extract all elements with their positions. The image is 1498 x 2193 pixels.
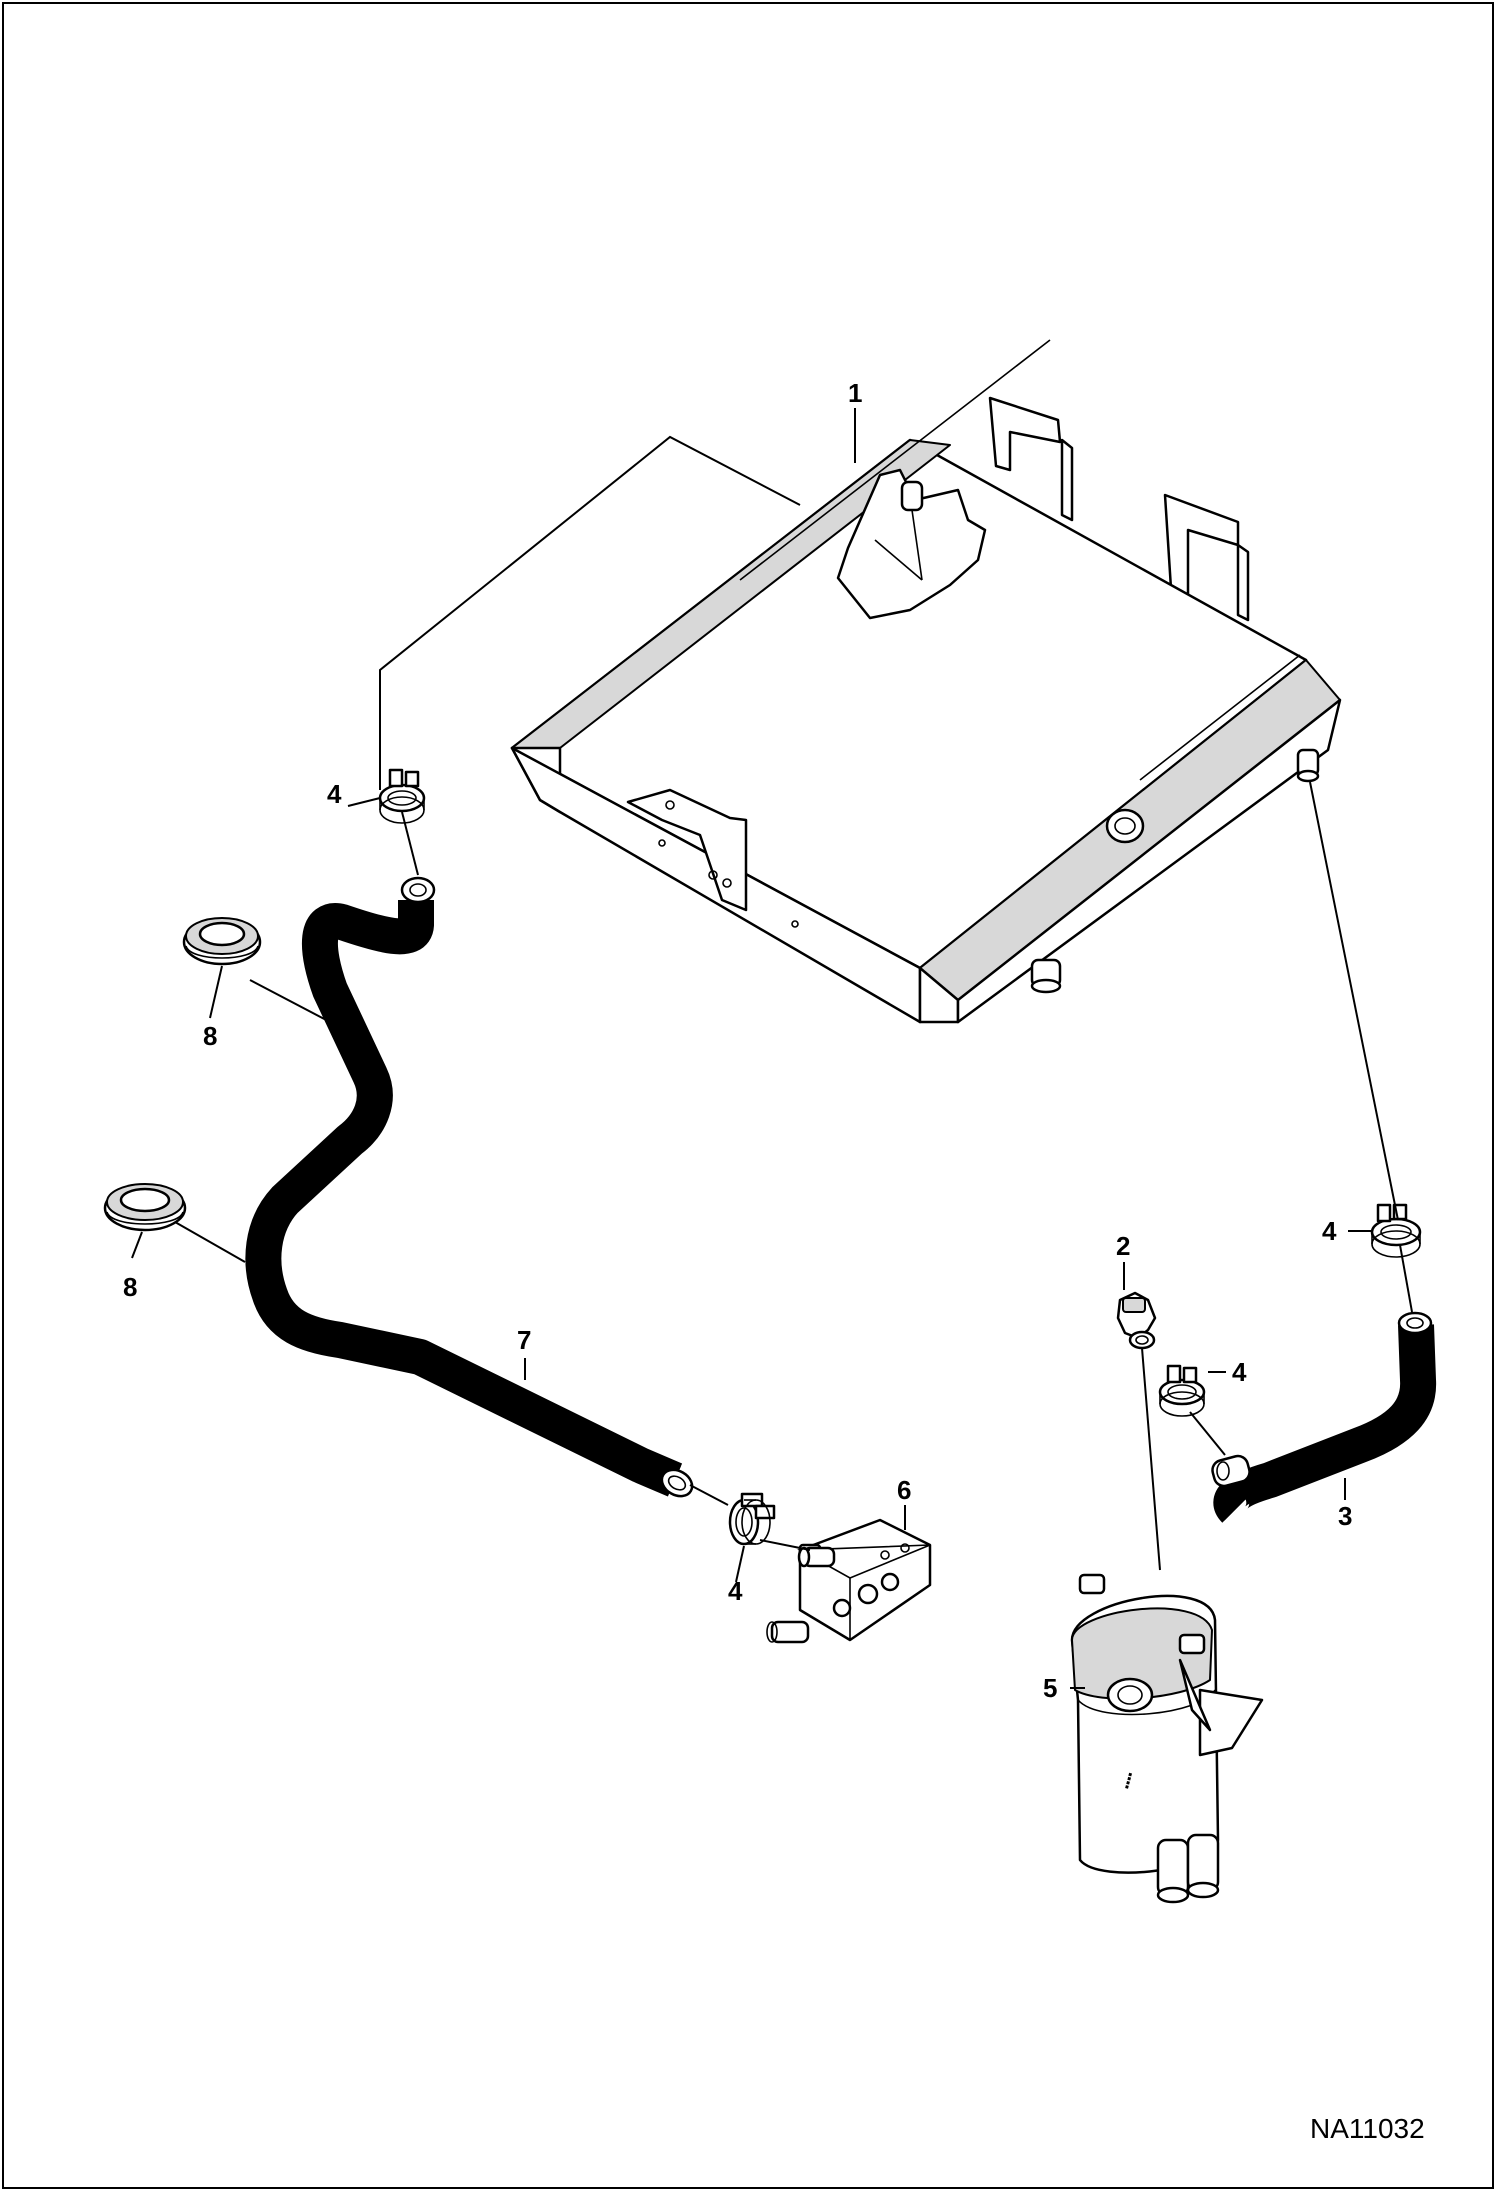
elbow-fitting — [1116, 1291, 1157, 1350]
callout-clamp-right: 4 — [1322, 1216, 1337, 1246]
hose-long — [245, 876, 694, 1498]
callout-heater: 5 — [1043, 1673, 1057, 1703]
callout-clamp-bottom: 4 — [728, 1576, 743, 1606]
callout-labels: 1 2 3 4 4 4 4 5 6 7 8 8 — [123, 378, 1352, 1703]
callout-hose-long: 7 — [517, 1325, 531, 1355]
heater-canister: ▪▪▪▪ — [1070, 1573, 1264, 1904]
hose-short — [1211, 1311, 1437, 1523]
hose-clamp-top-left — [378, 768, 426, 824]
callout-valve: 6 — [897, 1475, 911, 1505]
callout-radiator: 1 — [848, 378, 862, 408]
callout-grommet-top: 8 — [203, 1021, 217, 1051]
figure-id: NA11032 — [1310, 2113, 1425, 2144]
svg-text:▪▪▪▪: ▪▪▪▪ — [1119, 1771, 1137, 1791]
callout-clamp-top-left: 4 — [327, 779, 342, 809]
grommet-top — [182, 917, 262, 966]
grommet-bottom — [103, 1183, 187, 1232]
callout-hose-short: 3 — [1338, 1501, 1352, 1531]
hose-clamp-mid — [1158, 1364, 1206, 1417]
callout-grommet-bottom: 8 — [123, 1272, 137, 1302]
control-valve — [766, 1518, 932, 1644]
radiator-core — [510, 339, 1342, 1024]
leader-lines — [131, 408, 1413, 1689]
callout-clamp-mid: 4 — [1232, 1357, 1247, 1387]
callout-fitting: 2 — [1116, 1231, 1130, 1261]
hose-clamp-bottom — [728, 1492, 776, 1546]
